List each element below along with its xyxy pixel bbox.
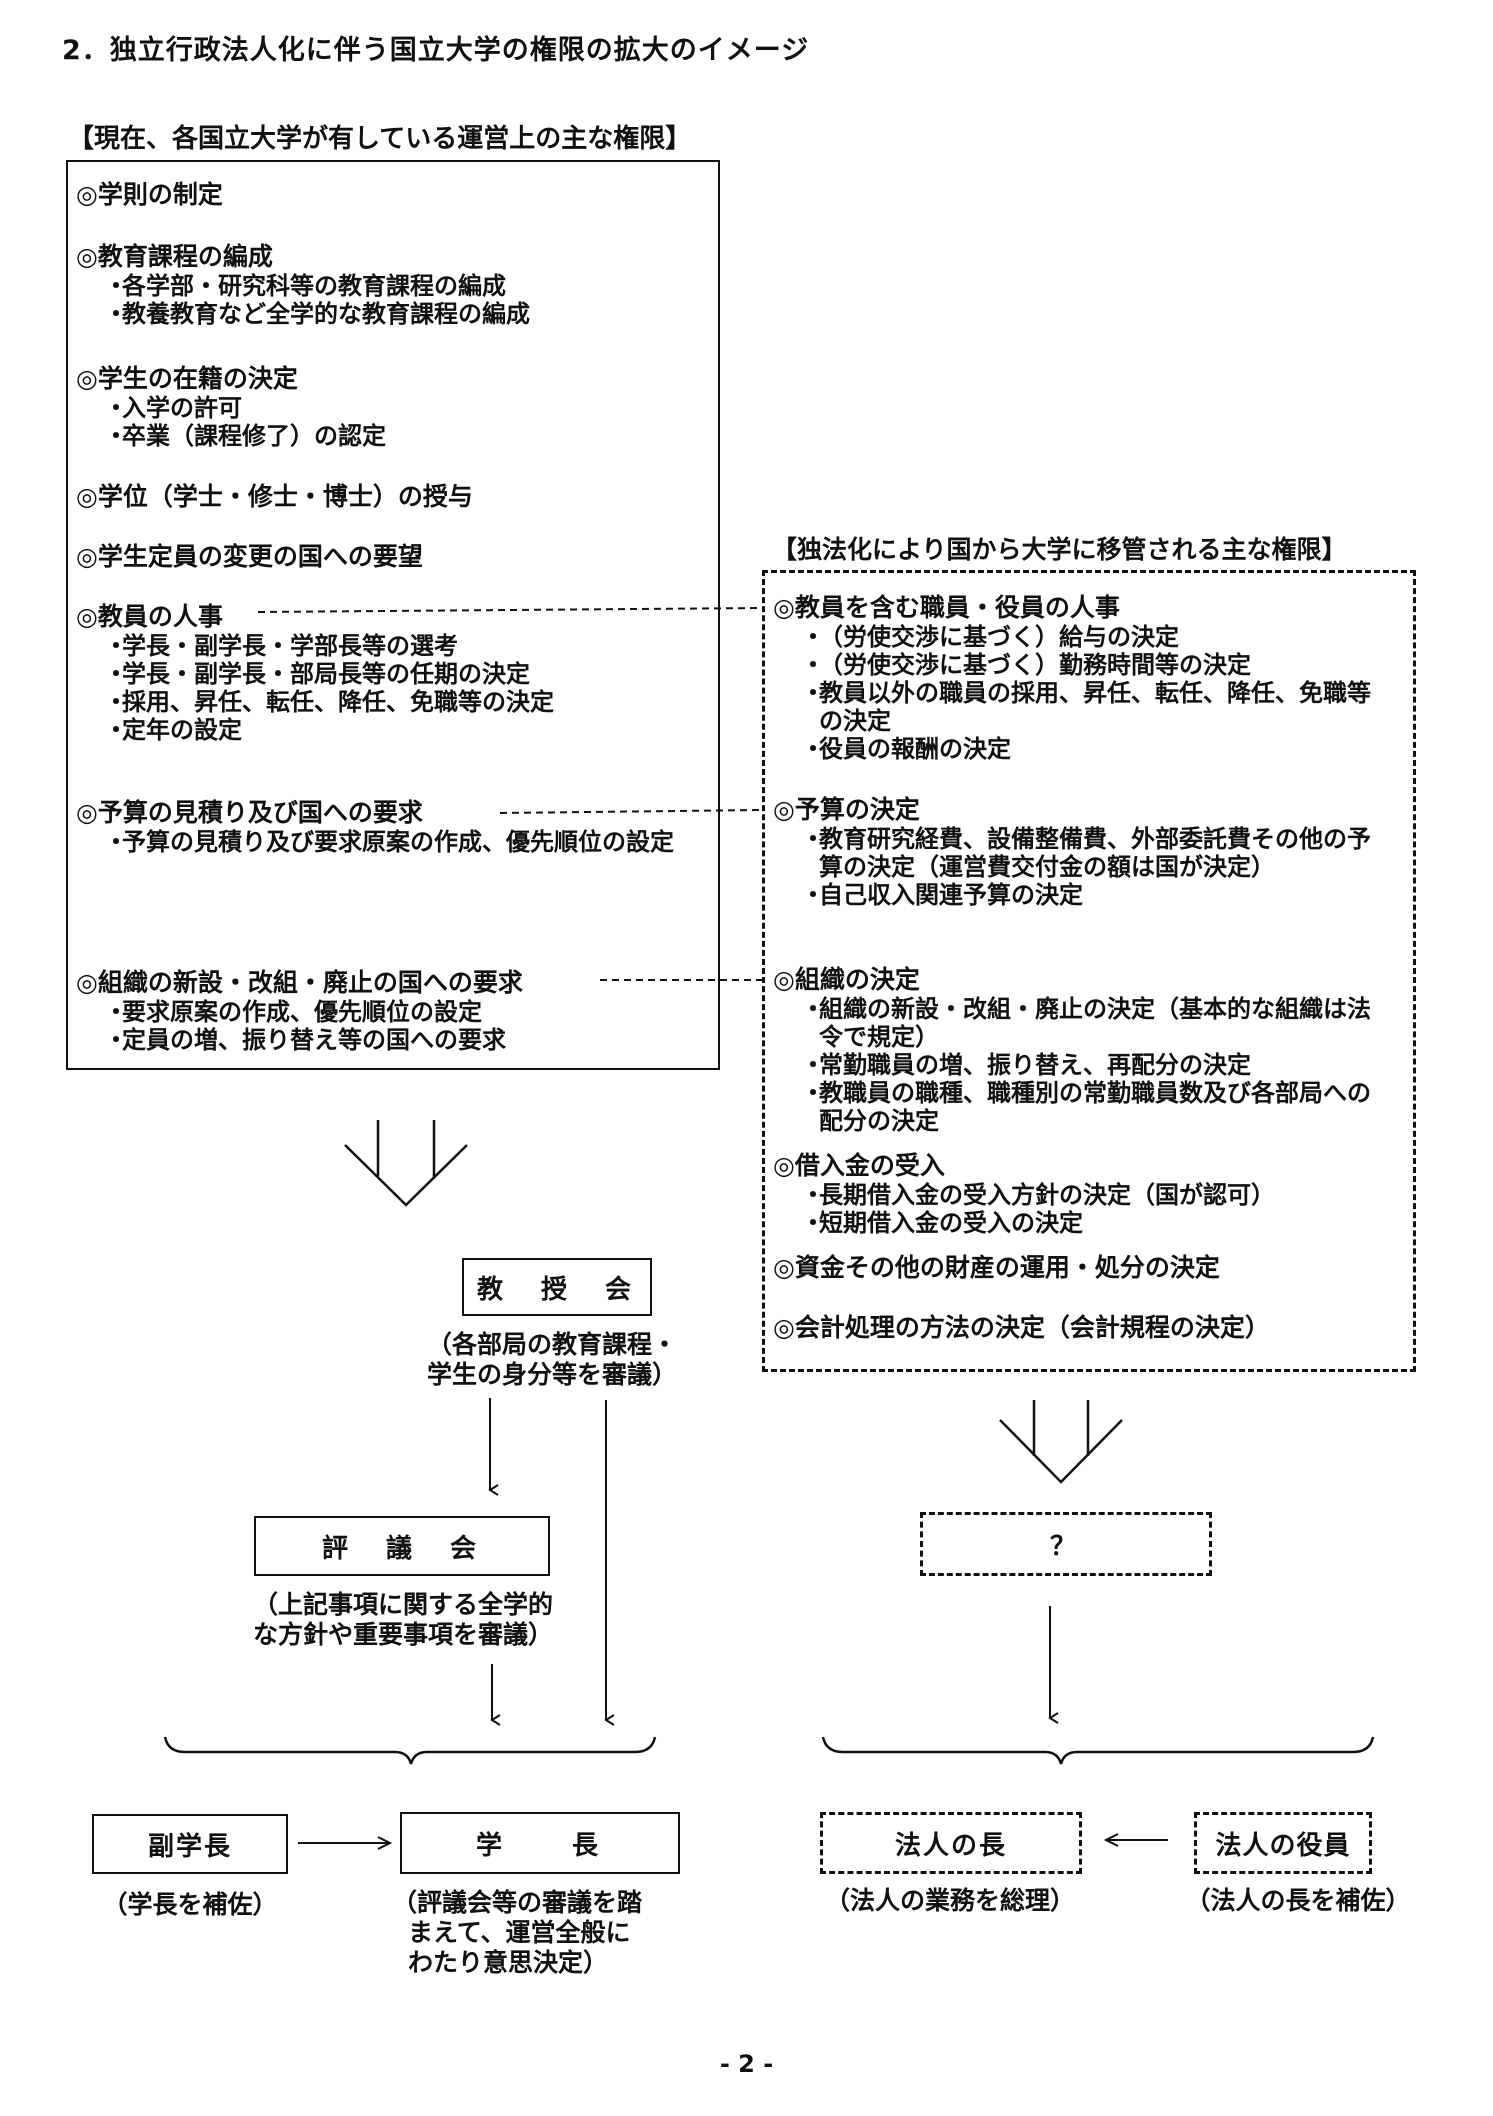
section-item: 入学の許可	[76, 394, 718, 422]
section-title: ◎会計処理の方法の決定（会計規程の決定）	[773, 1313, 1270, 1342]
section-title: ◎教員を含む職員・役員の人事	[773, 593, 1120, 622]
link-personnel-line	[257, 607, 763, 613]
president-note: （評議会等の審議を踏 まえて、運営全般に わたり意思決定）	[392, 1888, 692, 1978]
section-item: 定員の増、振り替え等の国への要求	[76, 1026, 718, 1054]
section-title: ◎借入金の受入	[773, 1151, 945, 1180]
transferred-section: ◎組織の決定 組織の新設・改組・廃止の決定（基本的な組織は法令で規定） 常勤職員…	[773, 965, 1413, 1135]
section-title: ◎予算の見積り及び国への要求	[76, 798, 423, 827]
section-item: 卒業（課程修了）の認定	[76, 422, 718, 450]
section-item: 教育研究経費、設備整備費、外部委託費その他の予算の決定（運営費交付金の額は国が決…	[773, 825, 1393, 881]
section-item: 役員の報酬の決定	[773, 735, 1393, 763]
current-section: ◎学生定員の変更の国への要望	[76, 542, 718, 572]
current-section: ◎学生の在籍の決定 入学の許可 卒業（課程修了）の認定	[76, 364, 718, 450]
section-title: ◎教育課程の編成	[76, 242, 273, 271]
section-item: 組織の新設・改組・廃止の決定（基本的な組織は法令で規定）	[773, 995, 1393, 1051]
current-authorities-heading: 【現在、各国立大学が有している運営上の主な権限】	[68, 124, 692, 154]
link-budget-line	[499, 809, 763, 814]
section-item: 学長・副学長・部局長等の任期の決定	[76, 660, 718, 688]
section-item: 採用、昇任、転任、降任、免職等の決定	[76, 688, 718, 716]
section-title: ◎学生定員の変更の国への要望	[76, 542, 423, 571]
transferred-section: ◎借入金の受入 長期借入金の受入方針の決定（国が認可） 短期借入金の受入の決定	[773, 1151, 1413, 1237]
note-line: （上記事項に関する全学的	[252, 1590, 553, 1619]
transferred-authorities-box: ◎教員を含む職員・役員の人事 （労使交渉に基づく）給与の決定 （労使交渉に基づく…	[762, 570, 1416, 1372]
section-item: 自己収入関連予算の決定	[773, 881, 1393, 909]
big-down-arrow-left	[344, 1120, 468, 1207]
transferred-authorities-heading: 【独法化により国から大学に移管される主な権限】	[772, 535, 1347, 564]
big-down-arrow-right	[999, 1400, 1123, 1484]
left-brace	[163, 1736, 657, 1765]
transferred-section: ◎会計処理の方法の決定（会計規程の決定）	[773, 1313, 1413, 1343]
senate-note: （上記事項に関する全学的 な方針や重要事項を審議）	[228, 1590, 578, 1650]
faculty-council-node: 教 授 会	[462, 1258, 652, 1316]
section-title: ◎学位（学士・修士・博士）の授与	[76, 482, 473, 511]
corp-head-note: （法人の業務を総理）	[824, 1886, 1075, 1915]
section-item: 予算の見積り及び要求原案の作成、優先順位の設定	[76, 828, 696, 856]
section-item: （労使交渉に基づく）給与の決定	[773, 623, 1393, 651]
current-authorities-box: ◎学則の制定 ◎教育課程の編成 各学部・研究科等の教育課程の編成 教養教育など全…	[66, 160, 720, 1070]
corp-officer-note: （法人の長を補佐）	[1185, 1886, 1411, 1915]
section-title: ◎教員の人事	[76, 602, 223, 631]
section-title: ◎資金その他の財産の運用・処分の決定	[773, 1253, 1220, 1282]
corp-head-node: 法人の長	[820, 1812, 1082, 1874]
page-title: 2．独立行政法人化に伴う国立大学の権限の拡大のイメージ	[62, 35, 810, 66]
section-item: 長期借入金の受入方針の決定（国が認可）	[773, 1181, 1413, 1209]
section-item: 教員以外の職員の採用、昇任、転任、降任、免職等の決定	[773, 679, 1393, 735]
president-node: 学 長	[400, 1812, 680, 1874]
section-title: ◎予算の決定	[773, 795, 920, 824]
current-section: ◎教育課程の編成 各学部・研究科等の教育課程の編成 教養教育など全学的な教育課程…	[76, 242, 718, 328]
note-line: （各部局の教育課程・	[426, 1330, 677, 1359]
corp-officer-node: 法人の役員	[1194, 1812, 1372, 1874]
note-line: 学生の身分等を審議）	[426, 1360, 677, 1389]
unknown-node: ？	[920, 1512, 1212, 1576]
right-brace	[821, 1736, 1375, 1765]
note-line: な方針や重要事項を審議）	[252, 1620, 553, 1649]
transferred-section: ◎予算の決定 教育研究経費、設備整備費、外部委託費その他の予算の決定（運営費交付…	[773, 795, 1413, 909]
page-number: - 2 -	[719, 2050, 774, 2078]
faculty-council-note: （各部局の教育課程・ 学生の身分等を審議）	[382, 1330, 722, 1390]
section-title: ◎組織の新設・改組・廃止の国への要求	[76, 968, 523, 997]
section-item: 常勤職員の増、振り替え、再配分の決定	[773, 1051, 1393, 1079]
section-item: 定年の設定	[76, 716, 718, 744]
section-title: ◎学生の在籍の決定	[76, 364, 298, 393]
transferred-section: ◎資金その他の財産の運用・処分の決定	[773, 1253, 1413, 1283]
section-item: 学長・副学長・学部長等の選考	[76, 632, 718, 660]
vice-president-note: （学長を補佐）	[102, 1890, 278, 1919]
current-section: ◎学位（学士・修士・博士）の授与	[76, 482, 718, 512]
current-section: ◎学則の制定	[76, 180, 718, 210]
current-section: ◎組織の新設・改組・廃止の国への要求 要求原案の作成、優先順位の設定 定員の増、…	[76, 968, 718, 1054]
note-line: わたり意思決定）	[408, 1948, 609, 1977]
section-item: 教養教育など全学的な教育課程の編成	[76, 300, 718, 328]
note-line: （評議会等の審議を踏	[392, 1888, 643, 1917]
section-item: 各学部・研究科等の教育課程の編成	[76, 272, 718, 300]
section-item: （労使交渉に基づく）勤務時間等の決定	[773, 651, 1393, 679]
current-section: ◎教員の人事 学長・副学長・学部長等の選考 学長・副学長・部局長等の任期の決定 …	[76, 602, 718, 744]
section-item: 要求原案の作成、優先順位の設定	[76, 998, 718, 1026]
transferred-section: ◎教員を含む職員・役員の人事 （労使交渉に基づく）給与の決定 （労使交渉に基づく…	[773, 593, 1413, 763]
section-item: 短期借入金の受入の決定	[773, 1209, 1413, 1237]
vice-president-node: 副学長	[92, 1814, 288, 1874]
section-item: 教職員の職種、職種別の常勤職員数及び各部局への配分の決定	[773, 1079, 1393, 1135]
section-title: ◎組織の決定	[773, 965, 920, 994]
note-line: まえて、運営全般に	[408, 1918, 631, 1947]
section-title: ◎学則の制定	[76, 180, 223, 209]
senate-node: 評 議 会	[254, 1516, 550, 1576]
current-section: ◎予算の見積り及び国への要求 予算の見積り及び要求原案の作成、優先順位の設定	[76, 798, 718, 856]
